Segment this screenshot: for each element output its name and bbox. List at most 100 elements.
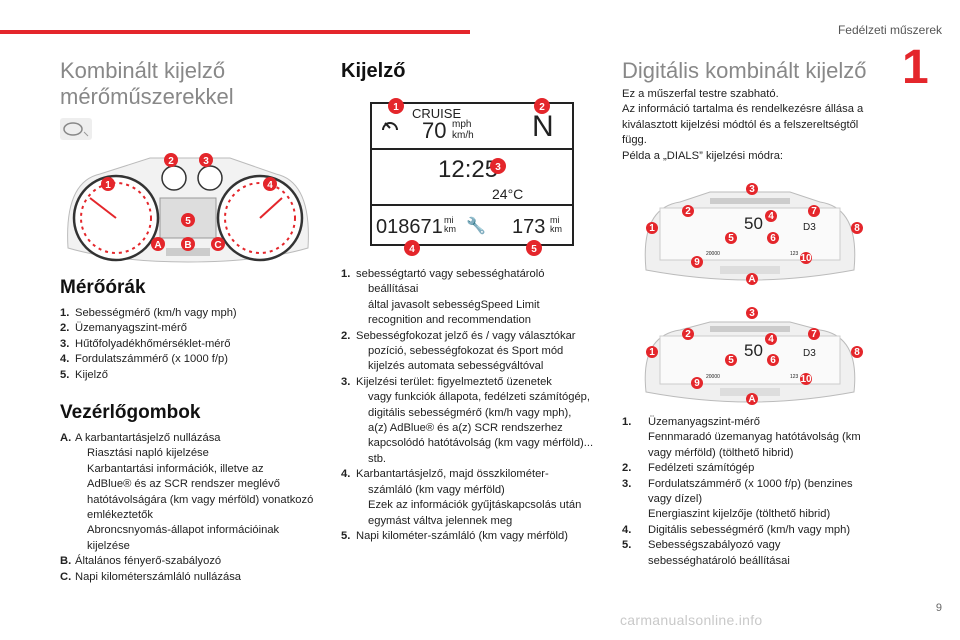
svg-text:5: 5 — [531, 244, 537, 255]
svg-text:2: 2 — [539, 102, 545, 113]
cluster2-gear: D3 — [803, 348, 816, 359]
list-item: 4.Fordulatszámmérő (x 1000 f/p) — [60, 353, 228, 366]
cluster2-trip: 123 — [790, 374, 799, 380]
badge-7: 7 — [808, 328, 820, 340]
list-item: 3.Hűtőfolyadékhőmérséklet-mérő — [60, 337, 231, 350]
svg-text:8: 8 — [854, 223, 860, 234]
badge-A: A — [746, 393, 758, 405]
cruise-icon — [380, 116, 400, 141]
svg-text:1: 1 — [105, 180, 111, 191]
display-badges: 1 2 3 4 5 — [388, 98, 550, 256]
svg-text:2: 2 — [168, 156, 174, 167]
analog-cluster-badges: 1 2 3 4 5 A B C — [101, 153, 277, 251]
badge-3: 3 — [746, 183, 758, 195]
svg-text:10: 10 — [800, 374, 812, 385]
svg-text:9: 9 — [694, 378, 700, 389]
list-item: 2. Sebességfokozat jelző és / vagy válas… — [341, 329, 576, 373]
svg-text:1: 1 — [649, 223, 655, 234]
badge-1: 1 — [388, 98, 404, 114]
badge-6: 6 — [767, 354, 779, 366]
badge-3: 3 — [490, 158, 506, 174]
section-title-digital-display: Digitális kombinált kijelző — [622, 58, 867, 83]
header-red-bar — [0, 30, 470, 34]
svg-text:8: 8 — [854, 347, 860, 358]
list-item: 5.Napi kilométer-számláló (km vagy mérfö… — [341, 529, 568, 542]
gear-indicator: N — [532, 110, 554, 143]
badge-7: 7 — [808, 205, 820, 217]
list-item: 5. Sebességszabályozó vagy sebességhatár… — [622, 539, 790, 567]
list-item: 4. Karbantartásjelző, majd összkilométer… — [341, 468, 582, 527]
odometer: 018671 — [376, 216, 443, 238]
svg-text:A: A — [154, 240, 161, 251]
badge-A: A — [151, 237, 165, 251]
badge-8: 8 — [851, 222, 863, 234]
list-item: 1. Üzemanyagszint-mérő Fennmaradó üzeman… — [622, 416, 861, 459]
page-number: 9 — [935, 602, 942, 614]
chapter-number: 1 — [902, 41, 929, 94]
svg-text:4: 4 — [409, 244, 415, 255]
section-title-combined-display: Kombinált kijelző mérőműszerekkel — [60, 58, 234, 109]
badge-5: 5 — [725, 232, 737, 244]
cruise-label: CRUISE — [412, 106, 462, 121]
badge-B: B — [181, 237, 195, 251]
svg-text:3: 3 — [203, 156, 209, 167]
list-item: B.Általános fényerő-szabályozó — [60, 555, 222, 568]
badge-9: 9 — [691, 377, 703, 389]
list-item: 3. Fordulatszámmérő (x 1000 f/p) (benzin… — [622, 477, 853, 521]
svg-text:5: 5 — [728, 233, 734, 244]
badge-1: 1 — [101, 177, 115, 191]
list-item: 2.Fedélzeti számítógép — [622, 462, 755, 475]
controls-list: A. A karbantartásjelző nullázása Riasztá… — [60, 431, 335, 585]
svg-text:6: 6 — [770, 233, 776, 244]
cruise-speed: 70 — [422, 118, 447, 143]
badge-6: 6 — [767, 232, 779, 244]
svg-text:10: 10 — [800, 253, 812, 264]
svg-text:6: 6 — [770, 355, 776, 366]
cluster1-trip: 123 — [790, 251, 799, 257]
svg-text:7: 7 — [811, 329, 817, 340]
badge-1: 1 — [646, 346, 658, 358]
cluster1-speed: 50 — [744, 214, 763, 233]
svg-text:A: A — [748, 274, 755, 285]
svg-text:3: 3 — [749, 184, 755, 195]
svg-text:5: 5 — [728, 355, 734, 366]
svg-text:4: 4 — [267, 180, 273, 191]
svg-text:7: 7 — [811, 206, 817, 217]
svg-text:2: 2 — [685, 206, 691, 217]
badge-5: 5 — [526, 240, 542, 256]
chapter-title: Fedélzeti műszerek — [837, 23, 942, 37]
svg-text:3: 3 — [749, 308, 755, 319]
outside-temperature: 24°C — [492, 186, 524, 202]
digital-intro: Ez a műszerfal testre szabható. Az infor… — [622, 88, 864, 162]
svg-text:4: 4 — [768, 211, 774, 222]
digital-cluster-2-badges: 1 2 3 4 5 6 7 8 9 10 A — [646, 307, 863, 405]
badge-5: 5 — [725, 354, 737, 366]
badge-4: 4 — [765, 333, 777, 345]
list-item: C.Napi kilométerszámláló nullázása — [60, 570, 242, 583]
badge-10: 10 — [800, 373, 812, 385]
svg-text:2: 2 — [685, 329, 691, 340]
section-title-display: Kijelző — [341, 60, 406, 82]
badge-2: 2 — [164, 153, 178, 167]
svg-text:9: 9 — [694, 257, 700, 268]
svg-text:B: B — [184, 240, 191, 251]
svg-text:1: 1 — [649, 347, 655, 358]
cluster1-gear: D3 — [803, 222, 816, 233]
list-item: 3. Kijelzési terület: figyelmeztető üzen… — [341, 375, 594, 465]
watermark: carmanualsonline.info — [620, 612, 763, 628]
badge-3: 3 — [199, 153, 213, 167]
badge-1: 1 — [646, 222, 658, 234]
clock: 12:25 — [438, 156, 499, 183]
svg-text:5: 5 — [185, 216, 191, 227]
list-item: 1.Sebességmérő (km/h vagy mph) — [60, 307, 237, 319]
wrench-icon: 🔧 — [466, 218, 486, 235]
badge-4: 4 — [263, 177, 277, 191]
svg-text:C: C — [214, 240, 221, 251]
badge-8: 8 — [851, 346, 863, 358]
svg-text:4: 4 — [768, 334, 774, 345]
badge-2: 2 — [682, 328, 694, 340]
display-items-list: 1. sebességtartó vagy sebességhatároló b… — [341, 267, 616, 544]
